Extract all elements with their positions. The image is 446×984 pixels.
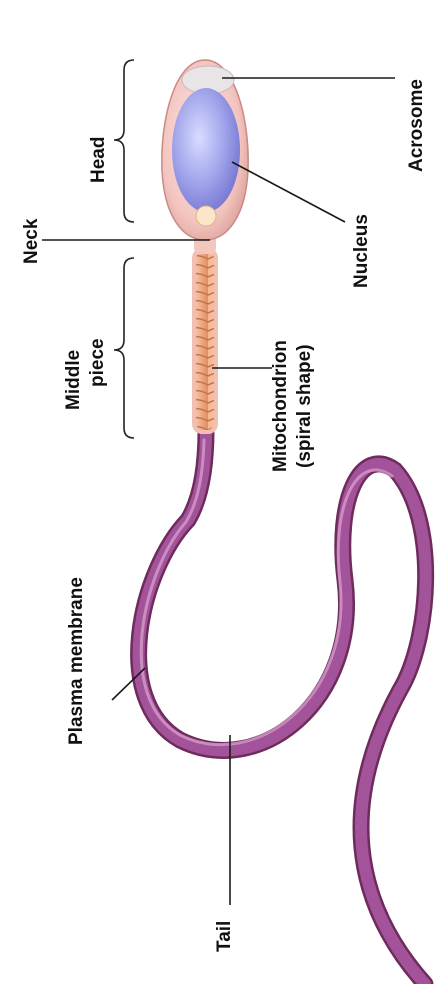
mitochondrion-label-line2: (spiral shape)	[294, 344, 315, 468]
nucleus-leader	[232, 162, 345, 222]
tail	[139, 430, 426, 984]
middle-piece	[192, 248, 218, 434]
tail-label: Tail	[214, 921, 235, 952]
centriole	[196, 206, 216, 226]
nucleus-label: Nucleus	[351, 214, 372, 288]
middle-piece-label-line2: piece	[87, 338, 108, 387]
head	[162, 60, 248, 240]
mitochondrion-label-line1: Mitochondrion	[270, 340, 291, 472]
neck-label: Neck	[21, 218, 42, 264]
acrosome-label: Acrosome	[406, 79, 427, 172]
plasma-membrane-label: Plasma membrane	[66, 577, 87, 745]
middle-piece-label-line1: Middle	[63, 350, 84, 410]
middle-piece-brace	[114, 258, 134, 438]
head-label: Head	[88, 137, 109, 183]
head-brace	[114, 60, 134, 222]
nucleus	[172, 88, 240, 212]
